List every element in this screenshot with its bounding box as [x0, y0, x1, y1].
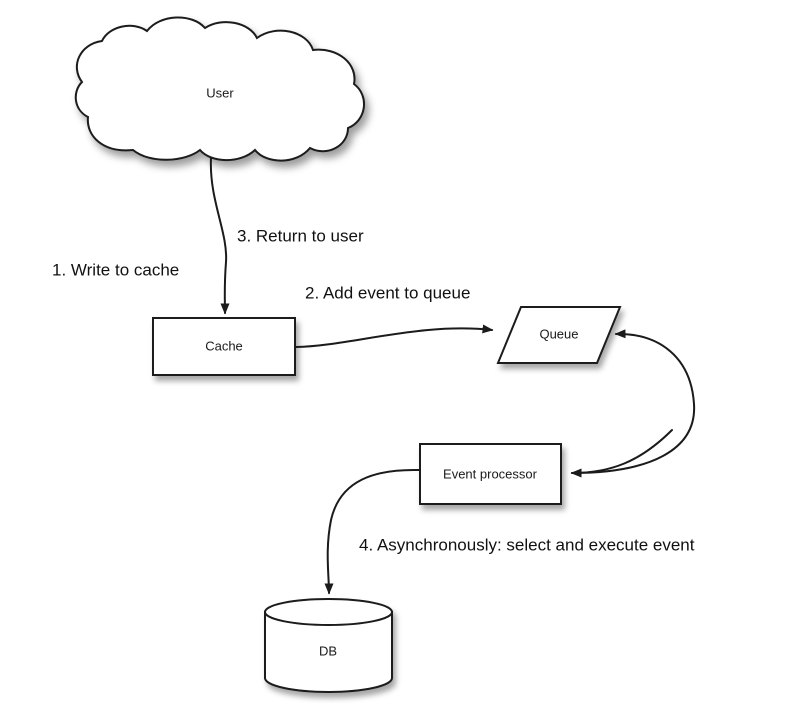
node-event-processor[interactable]: Event processor [419, 443, 562, 505]
step-label-4: 4. Asynchronously: select and execute ev… [359, 535, 695, 554]
edge-event-processor-to-db [324, 468, 420, 595]
node-db[interactable]: DB [264, 598, 393, 693]
edge-cache-to-queue [295, 324, 494, 348]
step-label-3: 3. Return to user [237, 226, 364, 245]
node-db-label: DB [319, 643, 337, 658]
node-user[interactable]: User [74, 16, 366, 162]
node-user-label: User [206, 85, 234, 100]
event-processor-shape [419, 443, 562, 505]
edge-queue-to-event-processor [570, 429, 673, 478]
cloud-shape [74, 16, 366, 162]
step-label-2: 2. Add event to queue [305, 283, 470, 302]
edge-user-to-cache [209, 157, 230, 315]
step-label-1: 1. Write to cache [52, 260, 179, 279]
node-cache[interactable]: Cache [152, 317, 296, 376]
edge-event-processor-to-queue [571, 329, 696, 474]
node-cache-label: Cache [205, 338, 243, 353]
queue-shape [496, 306, 622, 364]
cache-shape [152, 317, 296, 376]
db-cylinder-top [264, 598, 393, 626]
db-cylinder-body [264, 611, 393, 693]
node-queue-label: Queue [539, 326, 578, 341]
node-queue[interactable]: Queue [496, 306, 622, 364]
node-event-processor-label: Event processor [443, 466, 538, 481]
